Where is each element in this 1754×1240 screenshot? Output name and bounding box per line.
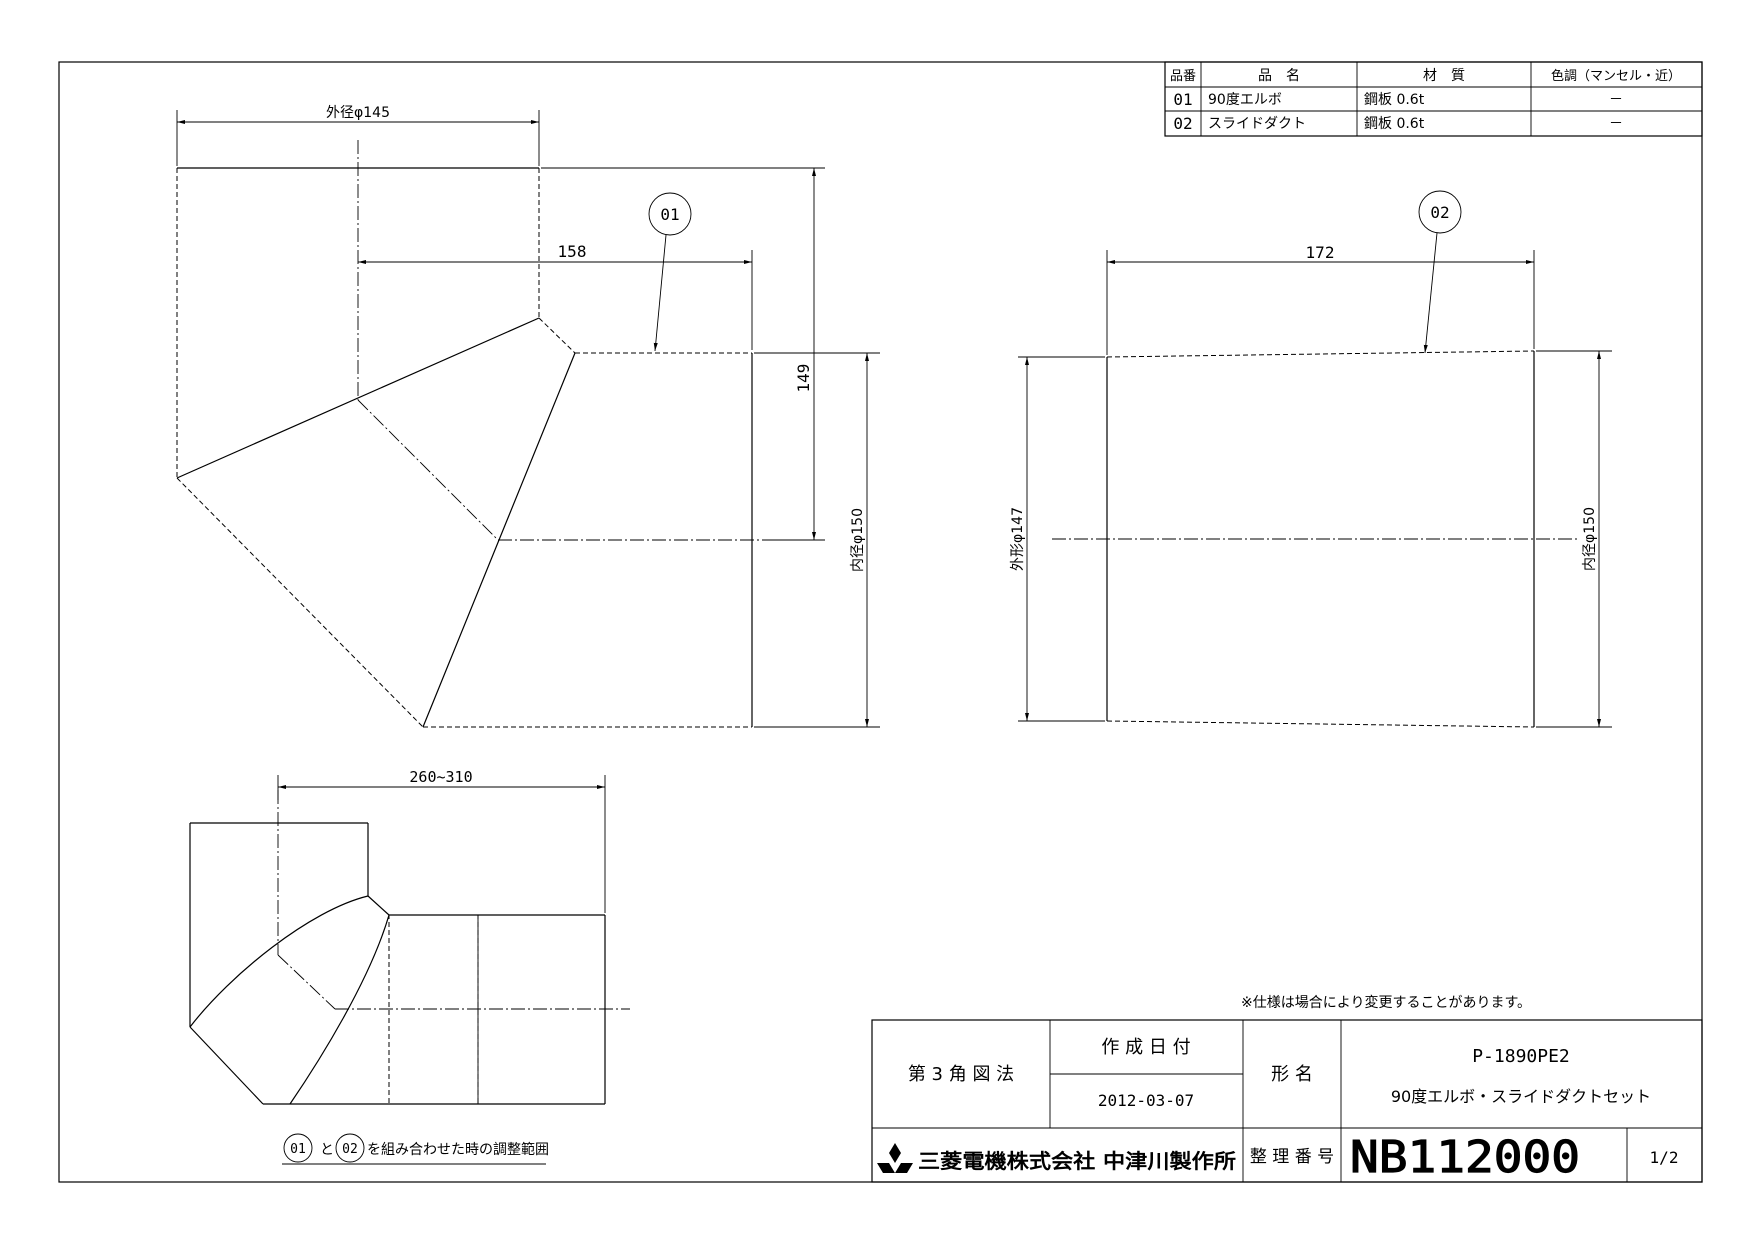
mitsubishi-logo-icon — [877, 1143, 913, 1173]
parts-header-name: 品 名 — [1258, 68, 1300, 84]
ref-number: NB112000 — [1350, 1132, 1580, 1183]
parts-row2-name: スライドダクト — [1208, 116, 1306, 132]
assembly-dim-range: 260~310 — [409, 768, 472, 786]
parts-header-color: 色調（マンセル・近） — [1551, 68, 1681, 84]
assembly-view: 260~310 01 と 02 を組み合わせた時の調整範囲 — [189, 768, 630, 1165]
parts-header-material: 材 質 — [1423, 68, 1465, 84]
ref-number-label: 整 理 番 号 — [1250, 1147, 1334, 1167]
slide-dim-inner-dia: 内径φ150 — [1582, 507, 1598, 571]
product-name: 90度エルボ・スライドダクトセット — [1391, 1087, 1651, 1106]
elbow-dim-outer-dia: 外径φ145 — [326, 105, 390, 121]
caption-text: を組み合わせた時の調整範囲 — [367, 1141, 549, 1158]
elbow-view: 外径φ145 158 149 内径φ150 01 — [176, 105, 880, 728]
parts-row2-color: － — [1609, 116, 1623, 132]
slide-duct-view: 172 外形φ147 内径φ150 02 — [1010, 190, 1612, 728]
parts-row1-name: 90度エルボ — [1208, 92, 1282, 108]
projection-method: 第 3 角 図 法 — [908, 1064, 1014, 1085]
parts-row2-material: 鋼板 0.6t — [1364, 116, 1425, 132]
spec-change-note: ※仕様は場合により変更することがあります。 — [1241, 994, 1531, 1011]
parts-row1-material: 鋼板 0.6t — [1364, 92, 1425, 108]
caption-callout-01 — [283, 1133, 313, 1163]
caption-callout-02-label: 02 — [342, 1142, 358, 1157]
sheet-number: 1/2 — [1650, 1148, 1679, 1167]
parts-header-no: 品番 — [1170, 69, 1196, 84]
elbow-callout-label: 01 — [660, 205, 679, 224]
slide-dim-outer-dia: 外形φ147 — [1010, 507, 1026, 571]
elbow-dim-158: 158 — [558, 242, 587, 261]
caption-connector: と — [320, 1142, 334, 1158]
created-date: 2012-03-07 — [1098, 1091, 1194, 1110]
parts-table: 品番 品 名 材 質 色調（マンセル・近） 01 90度エルボ 鋼板 0.6t … — [1164, 61, 1703, 137]
parts-row1-color: － — [1609, 92, 1623, 108]
slide-callout-circle — [1418, 190, 1462, 234]
parts-row2-no: 02 — [1173, 114, 1192, 133]
caption-callout-01-label: 01 — [290, 1142, 306, 1157]
model-number: P-1890PE2 — [1472, 1046, 1570, 1067]
model-label: 形 名 — [1271, 1064, 1313, 1085]
slide-callout-label: 02 — [1430, 203, 1449, 222]
caption-callout-02 — [335, 1133, 365, 1163]
slide-dim-172: 172 — [1306, 243, 1335, 262]
elbow-dim-149: 149 — [794, 364, 813, 393]
parts-row1-no: 01 — [1173, 90, 1192, 109]
created-date-label: 作 成 日 付 — [1101, 1037, 1190, 1058]
title-block: 第 3 角 図 法 作 成 日 付 2012-03-07 形 名 P-1890P… — [871, 1019, 1703, 1184]
company-name: 三菱電機株式会社 中津川製作所 — [918, 1149, 1236, 1173]
elbow-dim-inner-dia: 内径φ150 — [850, 508, 866, 572]
drawing-frame — [58, 61, 1703, 1183]
elbow-callout-circle — [648, 192, 692, 236]
